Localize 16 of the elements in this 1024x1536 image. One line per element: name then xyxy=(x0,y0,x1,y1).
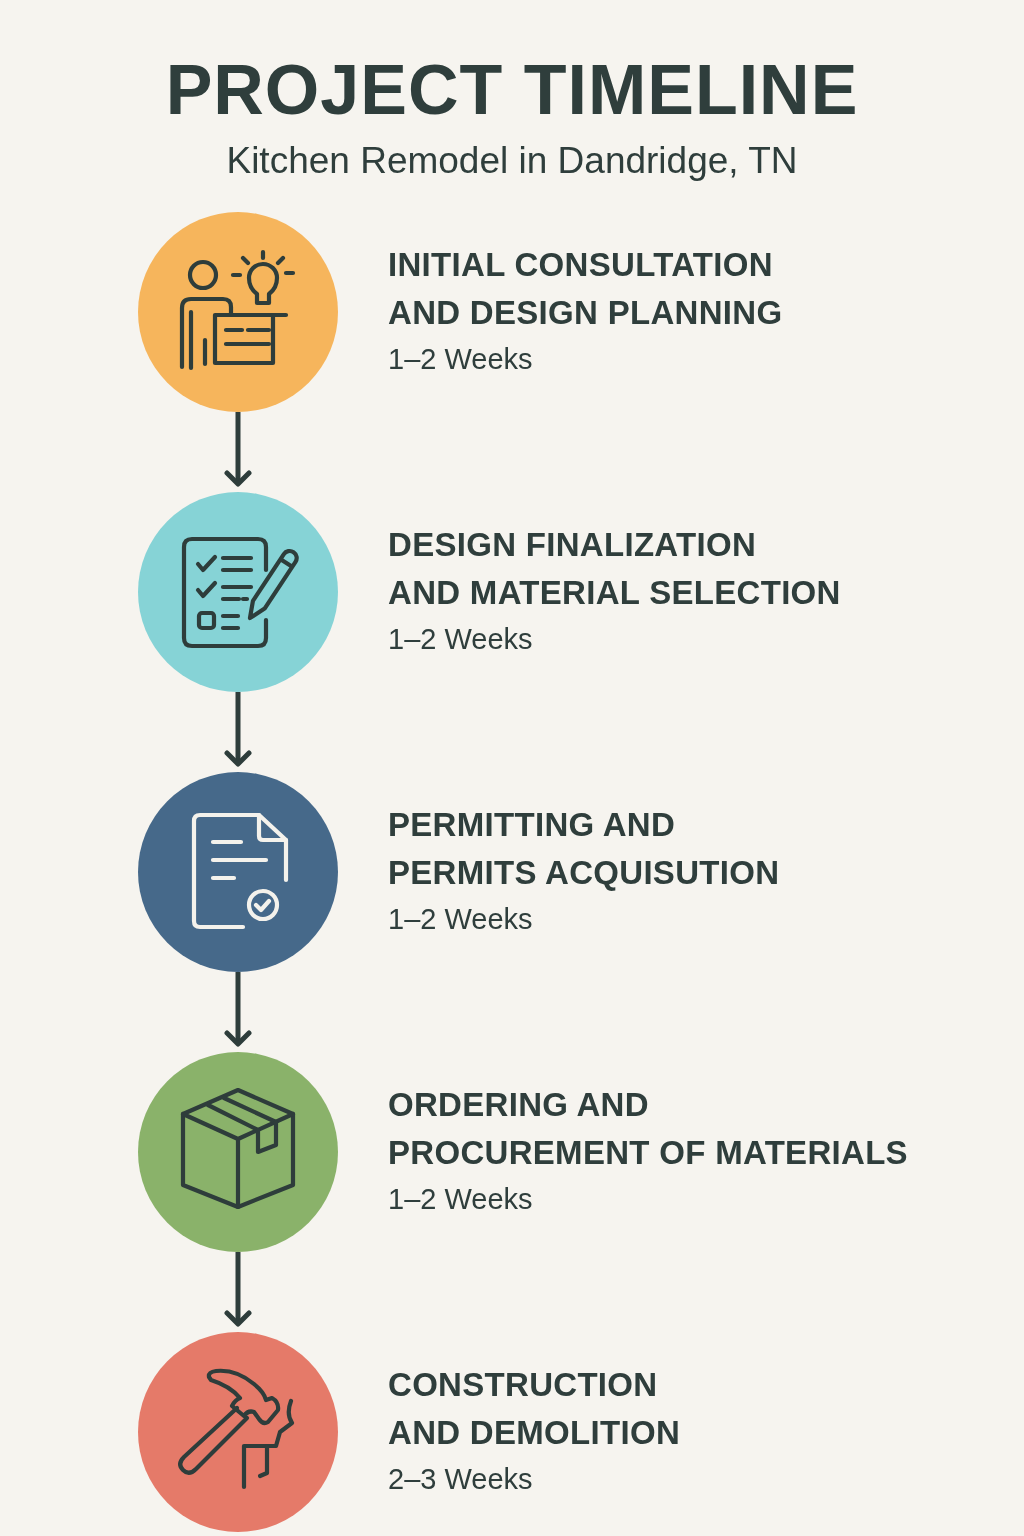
step-title: DESIGN FINALIZATION AND MATERIAL SELECTION xyxy=(388,525,842,613)
arrow xyxy=(224,692,252,767)
step-title: INITIAL CONSULTATION AND DESIGN PLANNING xyxy=(388,245,784,333)
step-duration: 1–2 Weeks xyxy=(388,622,533,657)
arrow xyxy=(224,1252,252,1327)
step-title: ORDERING AND PROCUREMENT OF MATERIALS xyxy=(388,1085,909,1173)
step-duration: 2–3 Weeks xyxy=(388,1462,533,1497)
arrow xyxy=(224,972,252,1047)
step-duration: 1–2 Weeks xyxy=(388,342,533,377)
title: PROJECT TIMELINE xyxy=(165,51,859,129)
subtitle: Kitchen Remodel in Dandridge, TN xyxy=(226,140,798,181)
step-duration: 1–2 Weeks xyxy=(388,1182,533,1217)
step-title: CONSTRUCTION AND DEMOLITION xyxy=(388,1365,681,1453)
step-title: PERMITTING AND PERMITS ACQUISUTION xyxy=(388,805,781,893)
step-duration: 1–2 Weeks xyxy=(388,902,533,937)
arrow xyxy=(224,412,252,487)
